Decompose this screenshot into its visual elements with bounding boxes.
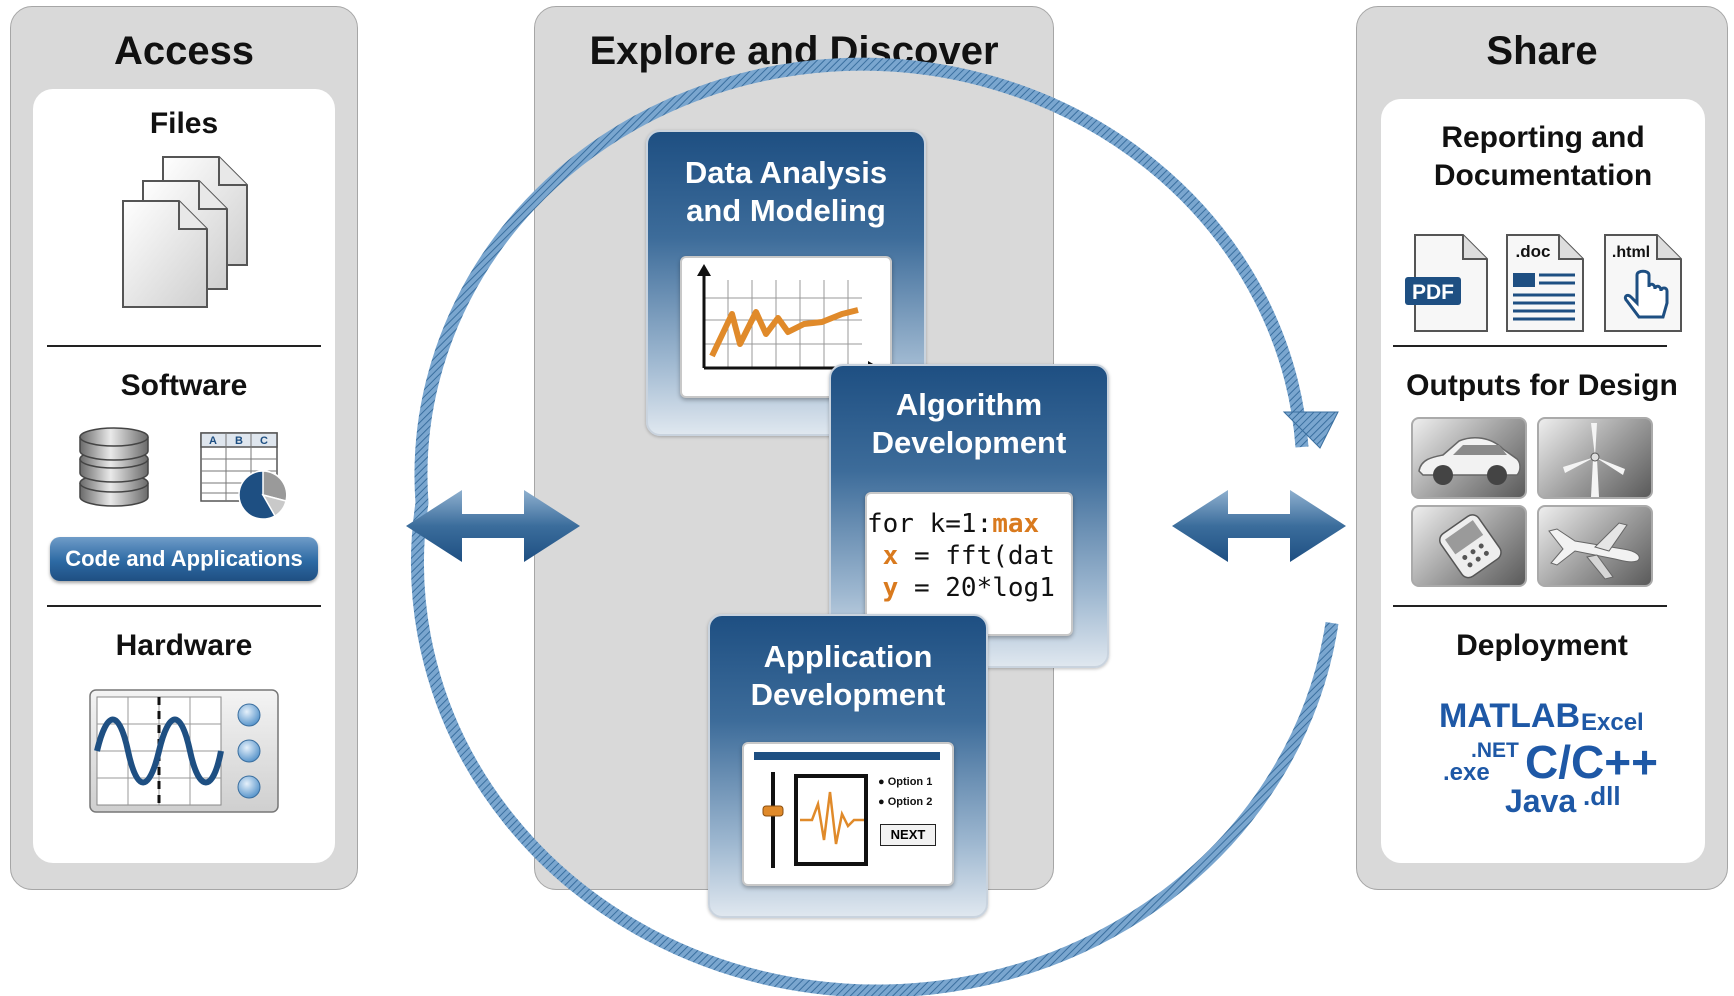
wind-turbine-icon bbox=[1563, 423, 1625, 497]
turbine-thumbnail bbox=[1537, 417, 1653, 499]
code-line-2: x = fft(dat bbox=[867, 540, 1055, 572]
code-screen: for k=1:max x = fft(dat y = 20*log1 bbox=[865, 492, 1073, 636]
car-icon bbox=[1418, 436, 1521, 485]
deploy-dll: .dll bbox=[1583, 781, 1621, 811]
deploy-net: .NET bbox=[1471, 739, 1519, 762]
doc-label: .doc bbox=[1516, 242, 1551, 261]
code-line-3: y = 20*log1 bbox=[867, 572, 1055, 604]
card-application-title-line1: Application bbox=[763, 639, 933, 674]
card-application-title-line2: Development bbox=[750, 677, 946, 712]
card-data-analysis-title-line1: Data Analysis bbox=[684, 155, 888, 190]
reporting-label-line2: Documentation bbox=[1433, 159, 1653, 192]
share-divider-2 bbox=[1393, 605, 1667, 607]
card-data-analysis: Data Analysis and Modeling bbox=[646, 130, 926, 436]
card-algorithm-title-line1: Algorithm bbox=[895, 387, 1043, 422]
hardware-label: Hardware bbox=[115, 629, 253, 662]
spreadsheet-header-c: C bbox=[260, 435, 268, 447]
app-next-button[interactable]: NEXT bbox=[880, 824, 936, 846]
pdf-file-icon: PDF bbox=[1405, 234, 1488, 332]
code-line-1-b: max bbox=[992, 509, 1040, 539]
app-slider-icon bbox=[762, 772, 784, 868]
html-file-icon: .html bbox=[1604, 234, 1682, 332]
html-label: .html bbox=[1612, 244, 1650, 261]
access-panel: Access Files Software bbox=[10, 6, 358, 890]
card-data-analysis-title-line2: and Modeling bbox=[686, 193, 886, 228]
deploy-java: Java bbox=[1505, 783, 1577, 819]
code-line-1: for k=1:max bbox=[867, 508, 1055, 540]
doc-file-icon: .doc bbox=[1506, 234, 1584, 332]
code-line-3-b: = 20*log1 bbox=[898, 573, 1055, 603]
spreadsheet-header-b: B bbox=[235, 435, 243, 447]
code-line-2-a: x bbox=[882, 541, 899, 571]
app-option-2-label: Option 2 bbox=[887, 796, 933, 808]
card-algorithm-title-line2: Development bbox=[871, 425, 1067, 460]
mobile-phone-icon bbox=[1439, 514, 1502, 579]
share-title: Share bbox=[1486, 29, 1598, 73]
share-divider-1 bbox=[1393, 345, 1667, 347]
app-title-bar bbox=[754, 752, 940, 760]
phone-thumbnail bbox=[1411, 505, 1527, 587]
code-and-applications-button[interactable]: Code and Applications bbox=[50, 537, 318, 581]
deploy-matlab: MATLAB bbox=[1439, 697, 1580, 735]
pdf-label: PDF bbox=[1412, 281, 1454, 304]
app-signal-plot-icon bbox=[794, 774, 868, 866]
reporting-label-line1: Reporting and bbox=[1441, 121, 1645, 154]
files-icon bbox=[122, 156, 248, 308]
app-option-1-label: Option 1 bbox=[887, 776, 933, 788]
outputs-label: Outputs for Design bbox=[1406, 369, 1678, 402]
spreadsheet-chart-icon: A B C bbox=[200, 432, 288, 520]
share-panel: Share Reporting and Documentation PDF .d… bbox=[1356, 6, 1728, 890]
access-title: Access bbox=[113, 29, 255, 73]
deploy-cpp: C/C++ bbox=[1525, 736, 1658, 788]
data-chart-screen bbox=[680, 256, 892, 398]
app-option-1[interactable]: ● Option 1 bbox=[878, 776, 933, 788]
airplane-icon bbox=[1548, 522, 1640, 580]
code-line-1-a: for k=1: bbox=[867, 509, 993, 539]
files-label: Files bbox=[149, 107, 219, 140]
explore-share-arrow-icon bbox=[1172, 490, 1346, 562]
deployment-label: Deployment bbox=[1456, 629, 1628, 662]
code-line-2-b: = fft(dat bbox=[898, 541, 1055, 571]
deploy-excel: Excel bbox=[1581, 709, 1644, 736]
cycle-arrowhead-icon bbox=[1282, 411, 1339, 449]
card-application: Application Development ● Option 1 ● Opt… bbox=[708, 614, 988, 918]
app-option-2[interactable]: ● Option 2 bbox=[878, 796, 933, 808]
access-explore-arrow-icon bbox=[406, 490, 580, 562]
access-divider-1 bbox=[47, 345, 321, 347]
car-thumbnail bbox=[1411, 417, 1527, 499]
spreadsheet-header-a: A bbox=[209, 435, 217, 447]
deploy-exe: .exe bbox=[1443, 759, 1490, 786]
oscilloscope-icon bbox=[89, 689, 279, 813]
airplane-thumbnail bbox=[1537, 505, 1653, 587]
access-divider-2 bbox=[47, 605, 321, 607]
app-ui-screen: ● Option 1 ● Option 2 NEXT bbox=[742, 742, 954, 886]
software-label: Software bbox=[120, 369, 248, 402]
code-line-3-a: y bbox=[882, 573, 899, 603]
database-icon bbox=[79, 427, 149, 507]
